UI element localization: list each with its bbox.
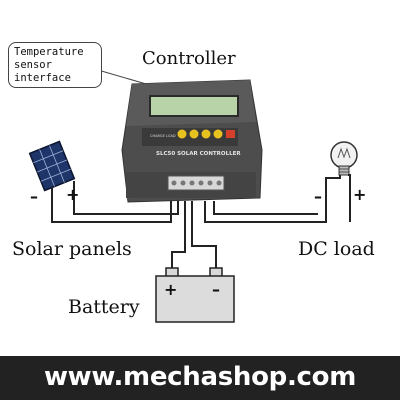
controller-button-3 — [201, 129, 211, 139]
terminal-block — [167, 175, 225, 191]
wiring — [51, 174, 351, 268]
battery-plus-sign: + — [164, 280, 178, 299]
load-plus-sign: + — [353, 185, 367, 204]
battery-label: Battery — [68, 296, 140, 318]
solar-panel — [28, 140, 76, 192]
callout-line-3: interface — [14, 72, 71, 84]
controller-model-text: SLC50 SOLAR CONTROLLER — [156, 151, 241, 157]
callout-line-1: Temperature — [14, 46, 84, 58]
website-url: www.mechashop.com — [43, 362, 357, 392]
solar-controller — [121, 79, 263, 203]
controller-button-1 — [177, 129, 187, 139]
solar-plus-sign: + — [66, 185, 80, 204]
footer-banner: www.mechashop.com — [0, 356, 400, 400]
callout-line-2: sensor — [14, 59, 52, 71]
controller-button-5 — [226, 130, 235, 138]
temperature-sensor-callout: Temperature sensor interface — [8, 42, 102, 88]
solar-minus-sign: – — [30, 187, 38, 206]
light-bulb-icon — [330, 141, 358, 176]
controller-mode-text: CHARGE LOAD — [150, 134, 176, 138]
battery-minus-sign: – — [212, 280, 220, 299]
load-minus-sign: – — [314, 187, 322, 206]
controller-lcd — [149, 95, 239, 117]
dc-load-label: DC load — [298, 238, 375, 260]
battery — [155, 267, 235, 323]
controller-button-2 — [189, 129, 199, 139]
controller-label: Controller — [142, 48, 236, 69]
controller-button-4 — [213, 129, 223, 139]
solar-panels-label: Solar panels — [12, 238, 132, 260]
